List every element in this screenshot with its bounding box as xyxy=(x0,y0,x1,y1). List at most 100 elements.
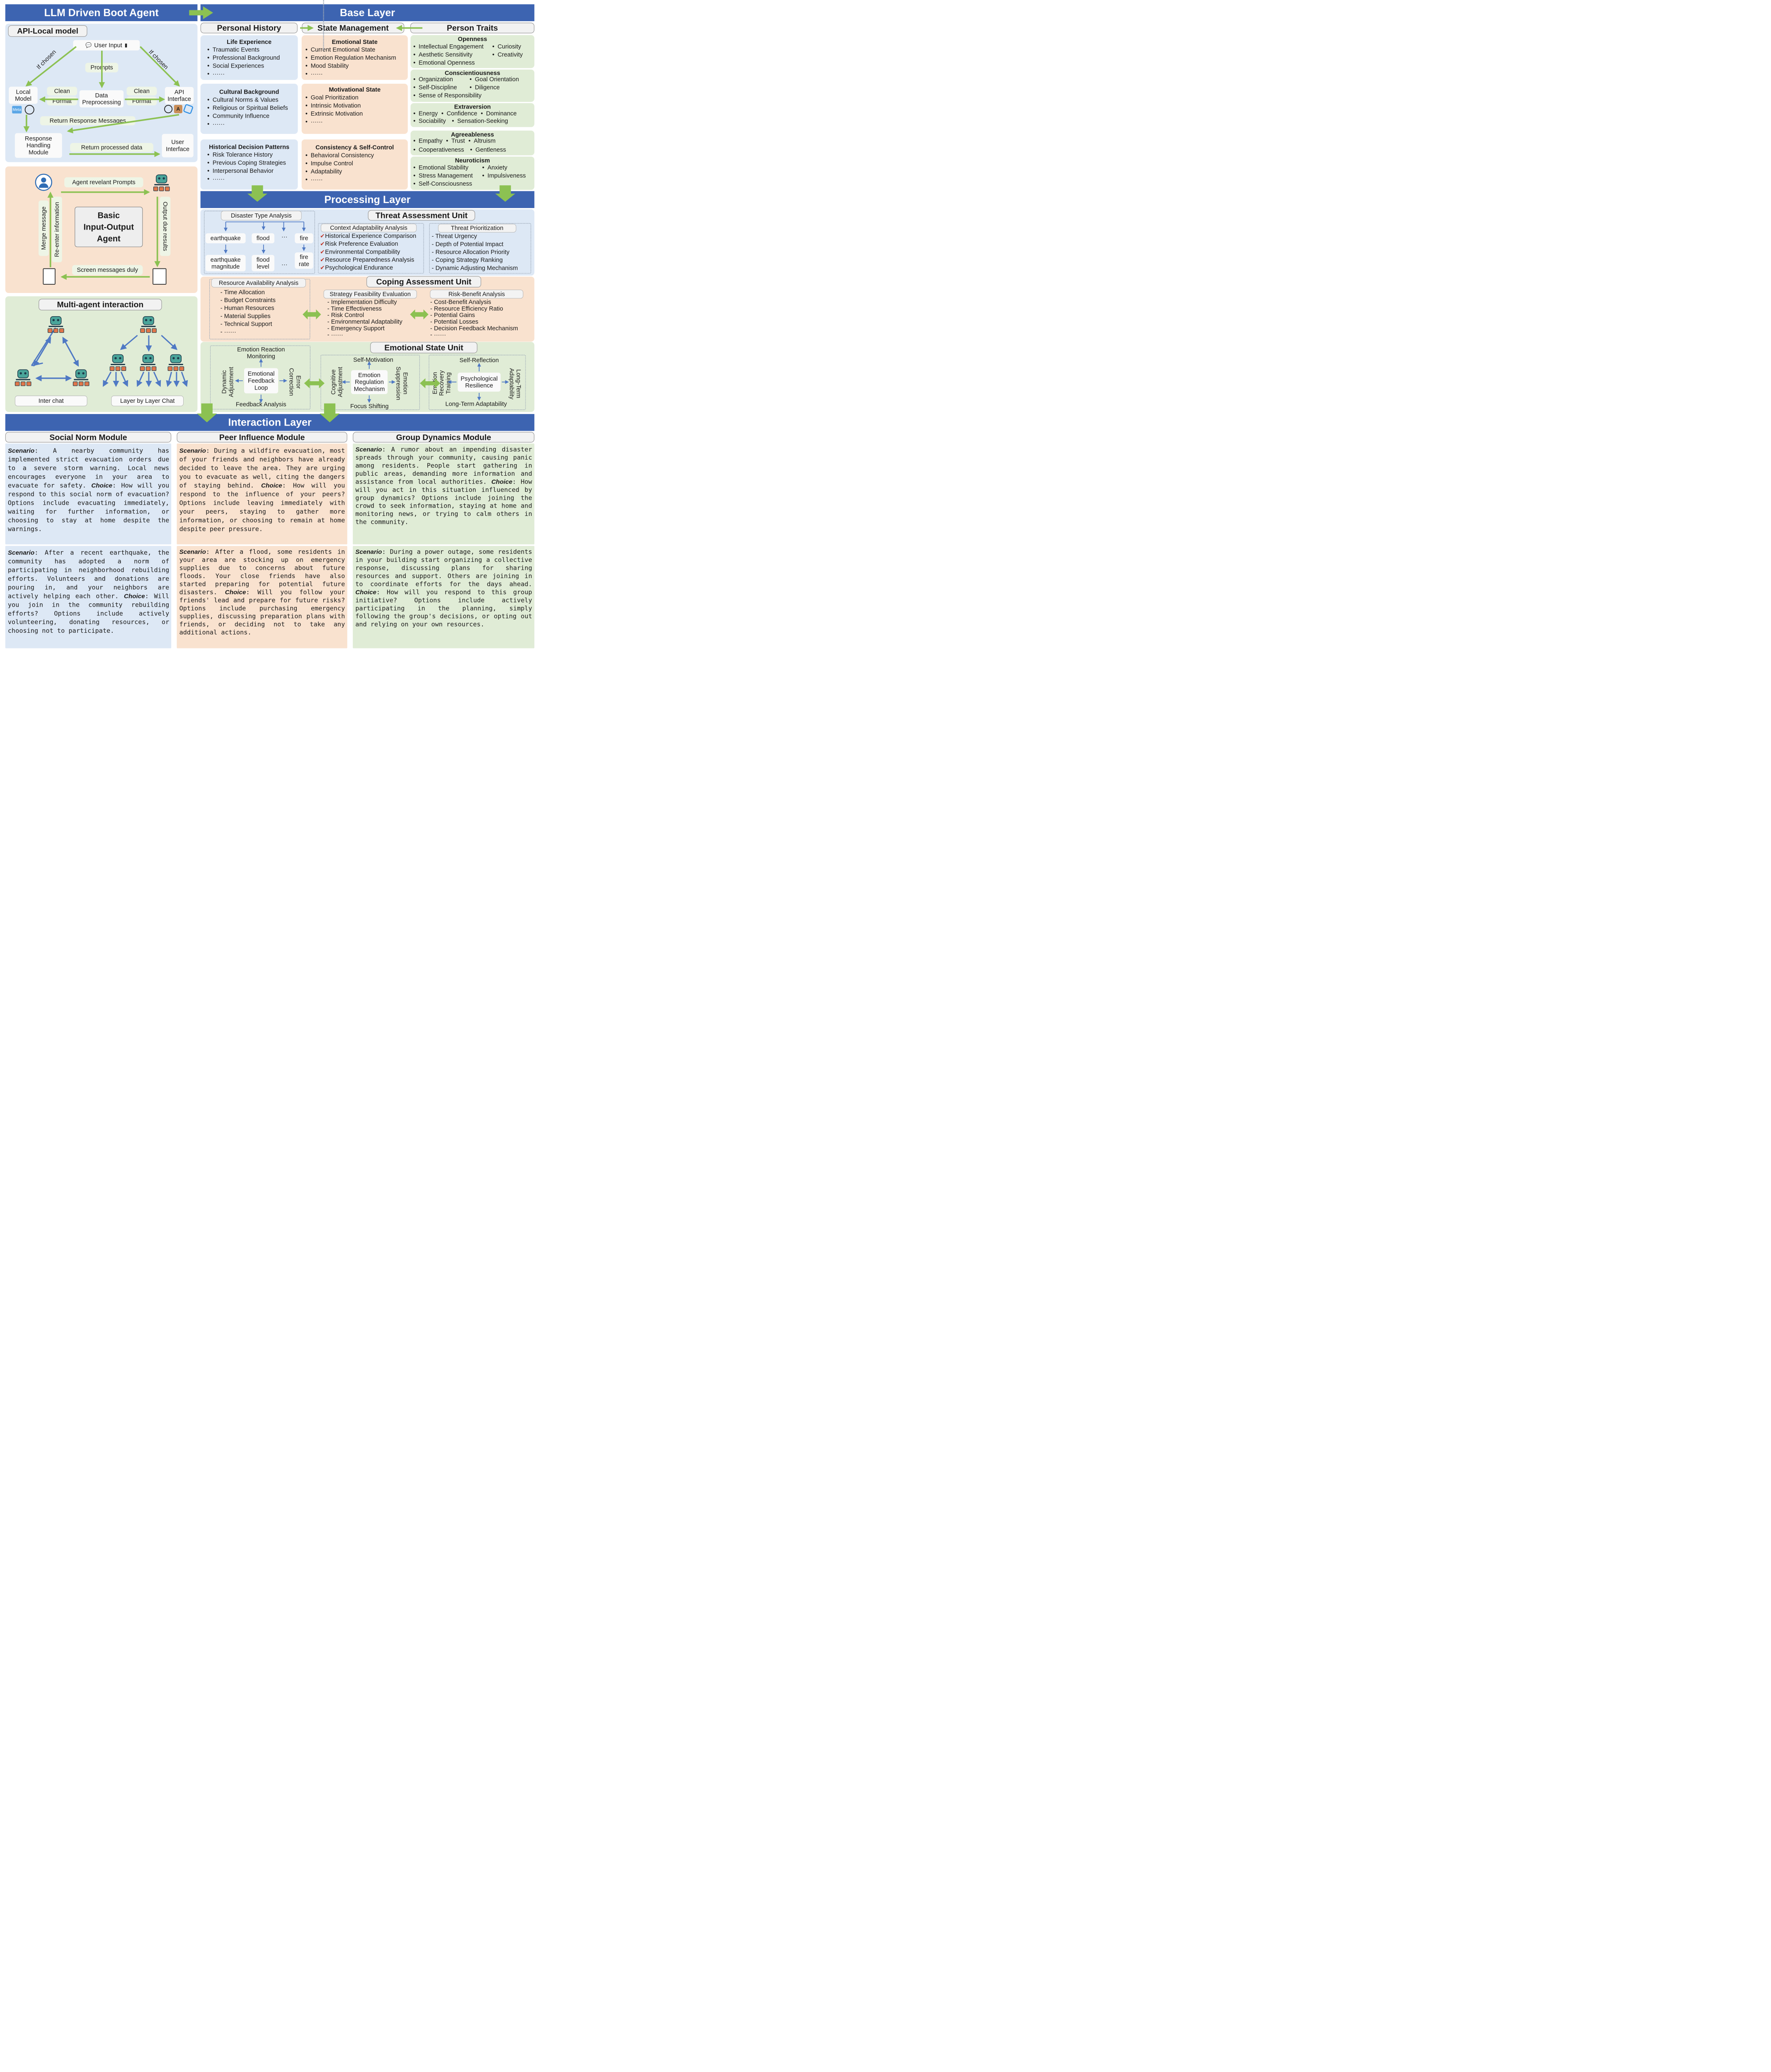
list-item: Environmental Compatibility xyxy=(320,248,416,256)
coping-panel xyxy=(200,276,535,342)
scenario-label: Scenario xyxy=(355,548,382,555)
list-item: Sensation-Seeking xyxy=(451,117,508,125)
conscientiousness-col1: OrganizationSelf-DisciplineSense of Resp… xyxy=(412,75,482,99)
list-item: Intrinsic Motivation xyxy=(304,102,363,109)
list-item: Current Emotional State xyxy=(304,46,396,53)
scenario-body: During a wildfire evacuation, most of yo… xyxy=(179,447,349,489)
context-title: Context Adaptability Analysis xyxy=(320,223,417,232)
list-item: Curiosity xyxy=(491,43,523,51)
openness-col1: Intellectual EngagementAesthetic Sensiti… xyxy=(412,43,483,67)
list-item: Risk Preference Evaluation xyxy=(320,240,416,248)
robot-icon xyxy=(153,174,170,194)
neuroticism-col1: Emotional StabilityStress ManagementSelf… xyxy=(412,164,472,188)
neuroticism-col2: AnxietyImpulsiveness xyxy=(481,164,526,180)
agreeableness-title: Agreeableness xyxy=(451,131,494,138)
social-scenario-1: Scenario: A nearby community has impleme… xyxy=(5,443,172,545)
list-item: ······ xyxy=(206,70,280,78)
processing-layer-title: Processing Layer xyxy=(324,194,411,206)
choice-label: Choice xyxy=(124,592,145,600)
threat-prio-title: Threat Prioritization xyxy=(438,224,516,233)
list-item: Diligence xyxy=(469,83,519,91)
scenario-body: After a recent earthquake, the community… xyxy=(7,549,173,600)
user-input-box: 💬User Input▮ xyxy=(73,40,140,51)
group-scenario-1: Scenario: A rumor about an impending dis… xyxy=(353,443,535,545)
robot-icon xyxy=(140,316,157,335)
disaster-ellipsis: ··· xyxy=(281,233,288,240)
robot-icon xyxy=(15,369,31,388)
group-scenario-2: Scenario: During a power outage, some re… xyxy=(353,546,536,649)
list-item: - ······ xyxy=(220,328,236,335)
list-item: - Time Allocation xyxy=(220,288,265,296)
list-item: Energy xyxy=(412,109,438,117)
clean-label-right: Clean xyxy=(126,87,157,96)
loop3-top: Self-Reflection xyxy=(459,357,499,364)
riskbenefit-title: Risk-Benefit Analysis xyxy=(430,290,523,299)
scenario-label: Scenario xyxy=(355,445,382,453)
list-item: Risk Tolerance History xyxy=(206,151,286,159)
threat-prio-dash-box xyxy=(429,223,531,274)
historical-decision-title: Historical Decision Patterns xyxy=(209,143,290,150)
list-item: Dominance xyxy=(480,109,517,117)
list-item: Behavioral Consistency xyxy=(304,151,374,159)
list-item: ······ xyxy=(304,175,374,183)
emotional-state-card: Emotional StateCurrent Emotional StateEm… xyxy=(301,35,408,80)
peer-influence-header: Peer Influence Module xyxy=(177,432,347,443)
loop2-top: Self-Motivation xyxy=(353,356,393,363)
llm-agent-banner: LLM Driven Boot Agent xyxy=(5,4,198,22)
chat-icon: 💬 xyxy=(85,42,92,48)
threat-prio-list: - Threat Urgency- Depth of Potential Imp… xyxy=(432,232,518,272)
person-traits-header: Person Traits xyxy=(410,22,535,34)
list-item: Previous Coping Strategies xyxy=(206,159,286,167)
life-experience-list: Traumatic EventsProfessional BackgroundS… xyxy=(206,46,280,78)
loop1-left: Dynamic Adjustment xyxy=(220,367,235,397)
scenario-body: During a power outage, some residents in… xyxy=(355,548,536,588)
list-item: Extrinsic Motivation xyxy=(304,110,363,118)
choice-label: Choice xyxy=(225,588,246,596)
conscientiousness-title: Conscientiousness xyxy=(445,70,500,77)
consistency-list: Behavioral ConsistencyImpulse ControlAda… xyxy=(304,151,374,184)
scenario-label: Scenario xyxy=(179,447,206,454)
output-document-icon xyxy=(153,268,167,285)
llm-agent-title: LLM Driven Boot Agent xyxy=(44,7,159,19)
return-processed-label: Return processed data xyxy=(70,143,153,152)
list-item: - Potential Gains xyxy=(430,312,475,319)
list-item: Adaptability xyxy=(304,167,374,175)
scenario-body: After a flood, some residents in your ar… xyxy=(179,548,349,596)
measure-ellipsis: ··· xyxy=(281,261,288,268)
anthropic-icon: A xyxy=(174,105,182,114)
state-management-header: State Management xyxy=(302,22,405,34)
list-item: Professional Background xyxy=(206,54,280,62)
api-interface-box: API Interface xyxy=(165,87,194,104)
disaster-earthquake: earthquake xyxy=(205,233,246,244)
choice-label: Choice xyxy=(355,588,377,596)
strategy-title: Strategy Feasibility Evaluation xyxy=(323,290,417,299)
cultural-background-title: Cultural Background xyxy=(219,88,279,95)
social-norm-header: Social Norm Module xyxy=(5,432,172,443)
disaster-flood: flood xyxy=(252,233,275,244)
list-item: - Risk Control xyxy=(327,312,364,319)
prompts-label: Prompts xyxy=(85,63,119,73)
base-layer-banner: Base Layer xyxy=(200,4,535,22)
peer-scenario-1: Scenario: During a wildfire evacuation, … xyxy=(177,443,349,545)
list-item: Creativity xyxy=(491,51,523,58)
loop2-bottom: Focus Shifting xyxy=(350,403,389,410)
screen-messages-label: Screen messages duly xyxy=(72,265,143,275)
resource-list: - Time Allocation- Budget Constraints- H… xyxy=(220,288,276,336)
list-item: Intellectual Engagement xyxy=(412,43,483,51)
motivational-state-card: Motivational StateGoal PrioritizationInt… xyxy=(301,84,408,134)
return-response-label: Return Response Messages xyxy=(40,116,136,126)
choice-body: How will you respond to this group initi… xyxy=(355,588,536,628)
emotional-state-title: Emotional State xyxy=(332,39,378,46)
local-model-box: Local Model xyxy=(9,87,38,104)
threat-unit-title: Threat Assessment Unit xyxy=(368,210,475,221)
list-item: Sense of Responsibility xyxy=(412,92,482,99)
robot-icon xyxy=(167,354,184,373)
clean-label-left: Clean xyxy=(47,87,78,96)
basic-io-agent-box: Basic Input-Output Agent xyxy=(75,206,143,247)
list-item: - ······ xyxy=(430,331,446,338)
agent-prompts-label: Agent revelant Prompts xyxy=(64,177,143,188)
user-input-label: User Input xyxy=(94,42,122,49)
conscientiousness-card: ConscientiousnessOrganizationSelf-Discip… xyxy=(410,69,535,102)
openai-logo-icon xyxy=(24,105,34,115)
openness-title: Openness xyxy=(458,36,487,43)
